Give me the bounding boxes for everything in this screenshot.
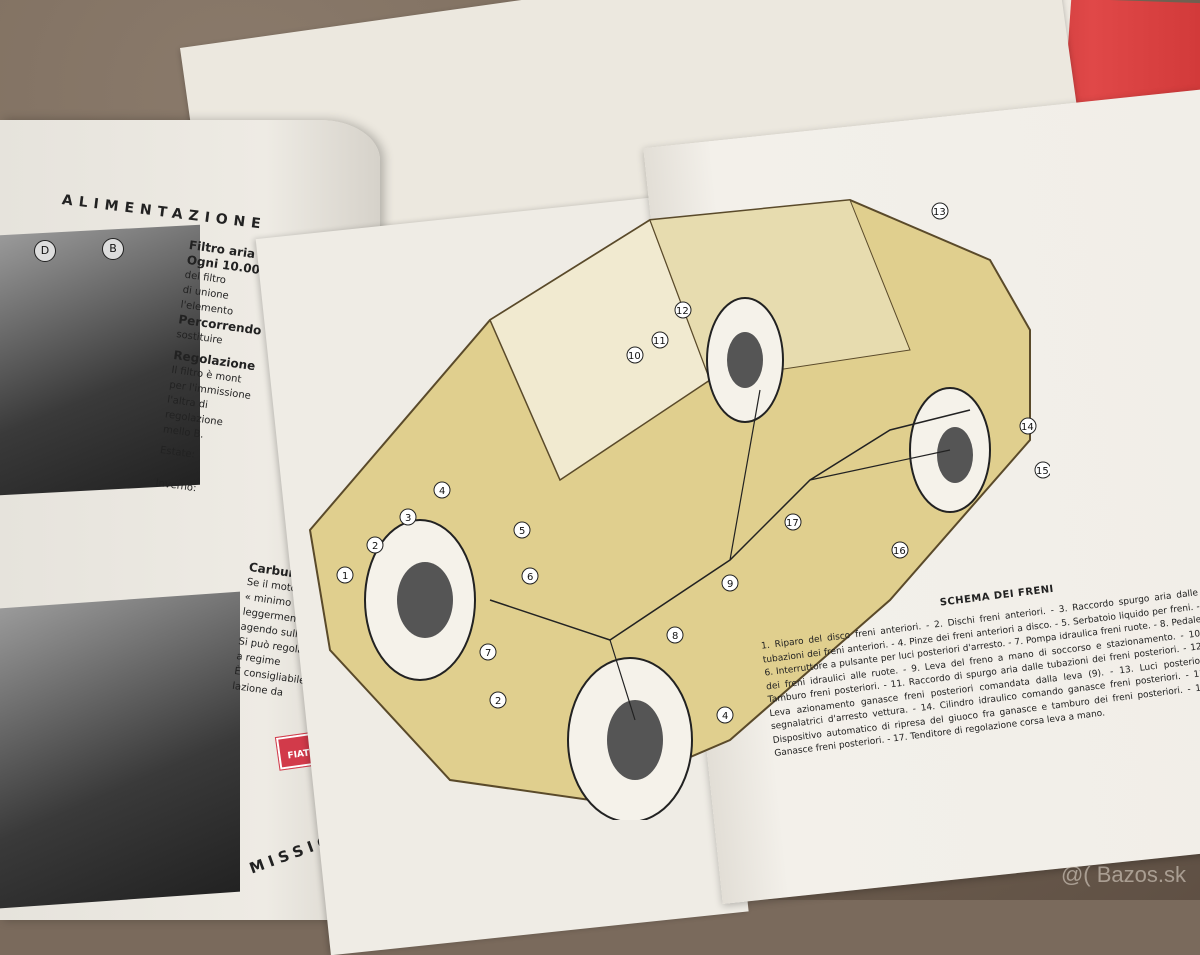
svg-text:15: 15 <box>1036 466 1049 477</box>
svg-text:2: 2 <box>495 696 501 707</box>
svg-text:3: 3 <box>405 513 411 524</box>
svg-text:9: 9 <box>727 579 733 590</box>
svg-text:13: 13 <box>933 207 946 218</box>
svg-text:11: 11 <box>653 336 666 347</box>
svg-text:6: 6 <box>527 572 533 583</box>
photo-label: B <box>102 238 124 260</box>
svg-text:17: 17 <box>786 518 799 529</box>
svg-text:7: 7 <box>485 648 491 659</box>
svg-text:1: 1 <box>342 571 348 582</box>
svg-text:12: 12 <box>676 306 689 317</box>
brake-system-diagram: 1 2 3 4 5 6 7 8 9 10 11 12 13 14 15 16 1… <box>308 198 1050 820</box>
svg-text:4: 4 <box>439 486 445 497</box>
svg-text:10: 10 <box>628 351 641 362</box>
svg-text:8: 8 <box>672 631 678 642</box>
photo-label: D <box>34 240 56 262</box>
callout-numbers: 1 2 3 4 5 6 7 8 9 10 11 12 13 14 15 16 1… <box>336 202 1050 724</box>
svg-text:4: 4 <box>722 711 728 722</box>
watermark: @( Bazos.sk <box>1060 862 1186 887</box>
svg-text:5: 5 <box>519 526 525 537</box>
svg-text:14: 14 <box>1021 422 1034 433</box>
svg-text:16: 16 <box>893 546 906 557</box>
svg-text:2: 2 <box>372 541 378 552</box>
carburetor-photo <box>0 591 240 909</box>
